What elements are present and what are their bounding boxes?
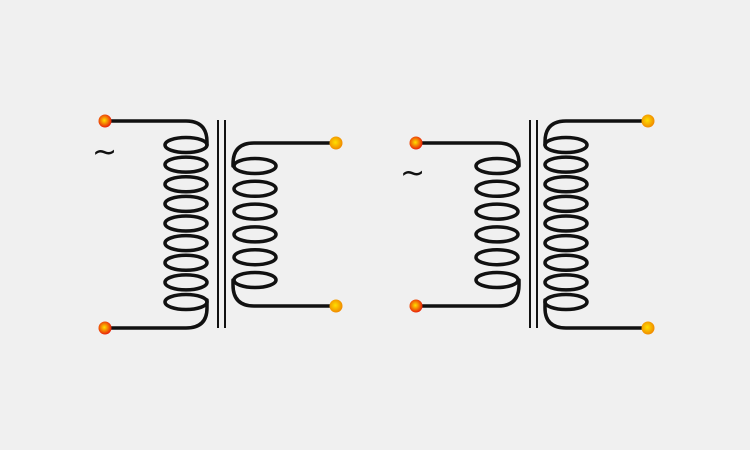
primary-bottom-lead bbox=[414, 278, 521, 308]
primary-terminal bbox=[409, 299, 423, 313]
primary-coil-loop bbox=[474, 225, 520, 244]
primary-coil-loop bbox=[474, 247, 520, 267]
secondary-coil-loop bbox=[543, 292, 589, 312]
primary-coil-loop bbox=[163, 194, 209, 214]
secondary-bottom-lead bbox=[543, 298, 650, 330]
primary-coil-loop bbox=[163, 273, 209, 292]
secondary-top-lead bbox=[231, 141, 338, 168]
primary-coil-loop bbox=[474, 270, 520, 290]
primary-coil-loop bbox=[163, 214, 209, 233]
ac-source-symbol: ~ bbox=[92, 135, 118, 170]
primary-terminal bbox=[98, 321, 112, 335]
secondary-coil-loop bbox=[543, 233, 589, 253]
primary-top-lead bbox=[414, 141, 521, 168]
secondary-terminal bbox=[641, 321, 655, 335]
secondary-coil-loop bbox=[543, 175, 589, 194]
ac-source-symbol: ~ bbox=[400, 156, 426, 191]
secondary-coil-loop bbox=[543, 194, 589, 214]
primary-top-lead bbox=[103, 119, 209, 147]
primary-coil-loop bbox=[163, 175, 209, 194]
secondary-coil-loop bbox=[232, 247, 278, 267]
secondary-coil-loop bbox=[232, 202, 278, 221]
secondary-terminal bbox=[329, 136, 343, 150]
secondary-top-lead bbox=[543, 119, 650, 147]
primary-coil-loop bbox=[474, 156, 520, 176]
secondary-coil-loop bbox=[543, 253, 589, 272]
secondary-coil-loop bbox=[543, 135, 589, 155]
secondary-terminal bbox=[641, 114, 655, 128]
secondary-coil-loop bbox=[543, 273, 589, 292]
secondary-coil-loop bbox=[232, 225, 278, 244]
primary-coil-loop bbox=[163, 292, 209, 312]
primary-coil-loop bbox=[163, 233, 209, 253]
primary-bottom-lead bbox=[103, 298, 209, 330]
primary-terminal bbox=[409, 136, 423, 150]
secondary-terminal bbox=[329, 299, 343, 313]
secondary-bottom-lead bbox=[231, 278, 338, 308]
primary-coil-loop bbox=[163, 135, 209, 155]
primary-coil-loop bbox=[474, 179, 520, 199]
secondary-coil-loop bbox=[232, 156, 278, 176]
primary-coil-loop bbox=[163, 155, 209, 174]
primary-coil-loop bbox=[163, 253, 209, 272]
primary-coil-loop bbox=[474, 202, 520, 221]
secondary-coil-loop bbox=[232, 270, 278, 290]
secondary-coil-loop bbox=[232, 179, 278, 199]
primary-terminal bbox=[98, 114, 112, 128]
secondary-coil-loop bbox=[543, 214, 589, 233]
secondary-coil-loop bbox=[543, 155, 589, 174]
